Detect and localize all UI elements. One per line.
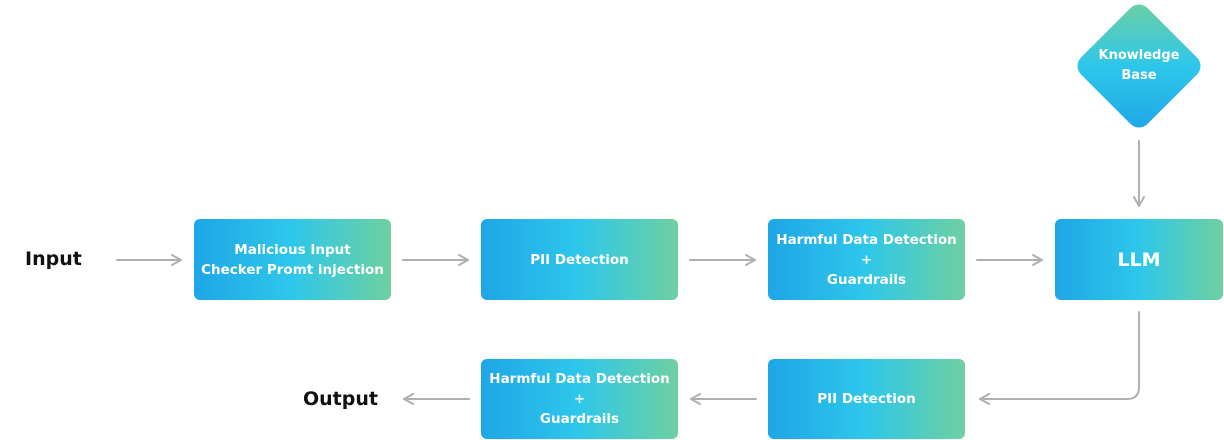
arrow-llm-to-pii-bottom <box>979 311 1140 405</box>
input-label: Input <box>25 248 82 270</box>
harmful-data-detection-node: Harmful Data Detection + Guardrails <box>768 219 965 300</box>
output-pii-detection-node: PII Detection <box>768 359 965 439</box>
malicious-input-checker-node: Malicious Input Checker Promt injection <box>194 219 391 300</box>
knowledge-base-label: Knowledge Base <box>1098 48 1180 83</box>
output-label: Output <box>303 388 378 410</box>
llm-node: LLM <box>1055 219 1223 300</box>
pii-detection-node: PII Detection <box>481 219 678 300</box>
output-harmful-data-detection-node: Harmful Data Detection + Guardrails <box>481 359 678 439</box>
